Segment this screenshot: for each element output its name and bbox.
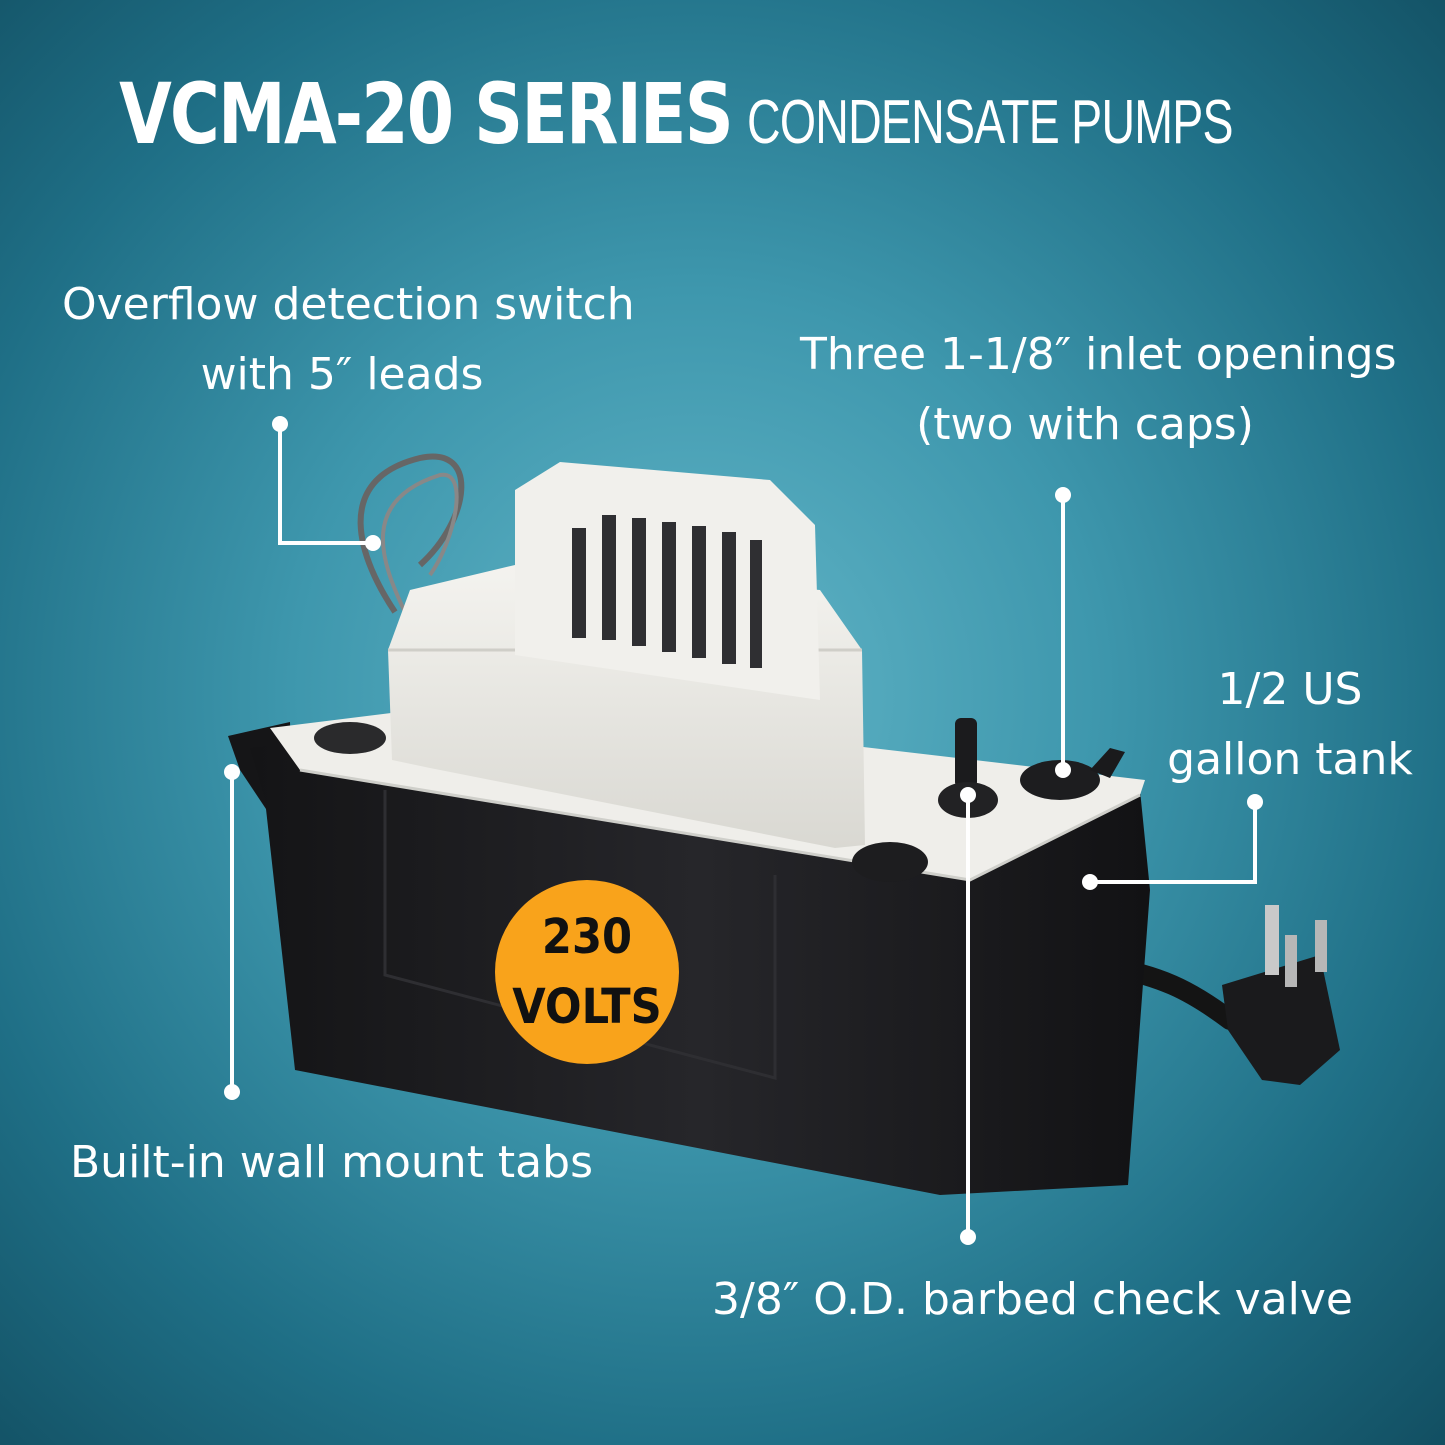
voltage-badge: 230 VOLTS [495,880,679,1064]
lead-wire [380,472,459,613]
dot [1055,487,1071,503]
dot [224,764,240,780]
callout-check-valve: 3/8″ O.D. barbed check valve [712,1265,1353,1335]
inlet-opening [1020,760,1100,800]
leader-tank [1090,802,1257,884]
dot [1247,794,1263,810]
page-title: VCMA-20 SERIES CONDENSATE PUMPS [0,72,1445,156]
dot [960,787,976,803]
callout-wall-line1: Built-in wall mount tabs [70,1137,593,1188]
callout-tank: 1/2 US gallon tank [1160,655,1420,795]
dot [272,416,288,432]
callout-tank-line1: 1/2 US [1217,664,1363,715]
callout-tank-line2: gallon tank [1167,734,1413,785]
callout-overflow-line1: Overflow detection switch [62,279,635,330]
badge-line2: VOLTS [512,979,662,1035]
title-main: VCMA-20 SERIES [118,65,734,163]
callout-inlet-line1: Three 1-1/8″ inlet openings [800,329,1397,380]
callout-wall-mount: Built-in wall mount tabs [70,1128,593,1198]
dot [365,535,381,551]
dot [224,1084,240,1100]
dot [960,1229,976,1245]
callout-inlet-openings: Three 1-1/8″ inlet openings (two with ca… [800,320,1397,460]
callout-overflow-line2: with 5″ leads [200,349,484,400]
badge-line1: 230 [541,909,633,965]
motor-vents [572,515,762,668]
callout-overflow-switch: Overflow detection switch with 5″ leads [62,270,635,410]
leader-overflow [278,424,373,545]
title-sub: CONDENSATE PUMPS [746,88,1234,157]
power-plug [1222,905,1340,1085]
inlet-opening [314,722,386,754]
callout-inlet-line2: (two with caps) [916,399,1254,450]
dot [1055,762,1071,778]
callout-valve-line1: 3/8″ O.D. barbed check valve [712,1274,1353,1325]
dot [1082,874,1098,890]
inlet-opening [852,842,928,882]
